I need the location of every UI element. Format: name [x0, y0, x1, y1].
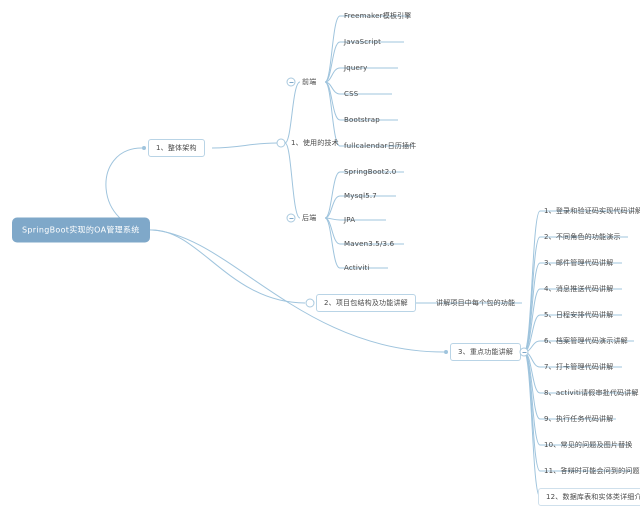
toggle-package-structure[interactable] [305, 298, 315, 308]
feature-item-common-issues[interactable]: 10、常见的问题及图片替换 [544, 441, 633, 449]
root-node[interactable]: SpringBoot实现的OA管理系统 [12, 217, 150, 243]
leaf-node-maven[interactable]: Maven3.5/3.6 [344, 240, 395, 248]
branch3-connector-dot [444, 350, 448, 354]
node-used-technologies[interactable]: 1、使用的技术 [291, 139, 339, 147]
leaf-node-jquery[interactable]: Jquery [344, 64, 368, 72]
note-node-package-functions[interactable]: 讲解项目中每个包的功能 [436, 299, 516, 307]
leaf-node-css[interactable]: CSS [344, 90, 359, 98]
leaf-node-jpa[interactable]: JPA [344, 216, 356, 224]
branch-node-package-structure[interactable]: 2、项目包结构及功能讲解 [316, 294, 416, 312]
feature-item-defense-questions[interactable]: 11、答辩时可能会问到的问题 [544, 467, 640, 475]
feature-item-task-execution[interactable]: 9、执行任务代码讲解 [544, 415, 614, 423]
leaf-node-freemaker[interactable]: Freemaker模板引擎 [344, 12, 412, 20]
feature-item-database-entities[interactable]: 12、数据库表和实体类详细介绍 [538, 488, 640, 506]
feature-item-schedule[interactable]: 5、日程安排代码讲解 [544, 311, 614, 319]
toggle-backend-group[interactable] [286, 213, 296, 223]
branch-node-key-features[interactable]: 3、重点功能讲解 [450, 343, 522, 361]
leaf-node-javascript[interactable]: JavaScript [344, 38, 382, 46]
leaf-node-fullcalendar[interactable]: fullcalendar日历插件 [344, 142, 417, 150]
leaf-node-activiti[interactable]: Activiti [344, 264, 370, 272]
feature-item-mail-management[interactable]: 3、邮件管理代码讲解 [544, 259, 614, 267]
feature-item-message-push[interactable]: 4、消息推送代码讲解 [544, 285, 614, 293]
feature-item-archive-management[interactable]: 6、档案管理代码演示讲解 [544, 337, 628, 345]
feature-item-role-demo[interactable]: 2、不同角色的功能演示 [544, 233, 621, 241]
leaf-node-springboot[interactable]: SpringBoot2.0 [344, 168, 397, 176]
toggle-frontend-group[interactable] [286, 77, 296, 87]
group-node-frontend[interactable]: 前端 [302, 78, 317, 86]
group-node-backend[interactable]: 后端 [302, 214, 317, 222]
branch-node-overall-architecture[interactable]: 1、整体架构 [148, 139, 205, 157]
leaf-node-mysql[interactable]: Mysql5.7 [344, 192, 377, 200]
branch-connector-dot [142, 146, 146, 150]
feature-item-attendance[interactable]: 7、打卡管理代码讲解 [544, 363, 614, 371]
toggle-tech-group[interactable] [276, 138, 286, 148]
leaf-node-bootstrap[interactable]: Bootstrap [344, 116, 380, 124]
feature-item-activiti-leave-approval[interactable]: 8、activiti请假审批代码讲解 [544, 389, 639, 397]
feature-item-login-captcha[interactable]: 1、登录和验证码实现代码讲解 [544, 207, 640, 215]
toggle-key-features[interactable] [519, 347, 529, 357]
